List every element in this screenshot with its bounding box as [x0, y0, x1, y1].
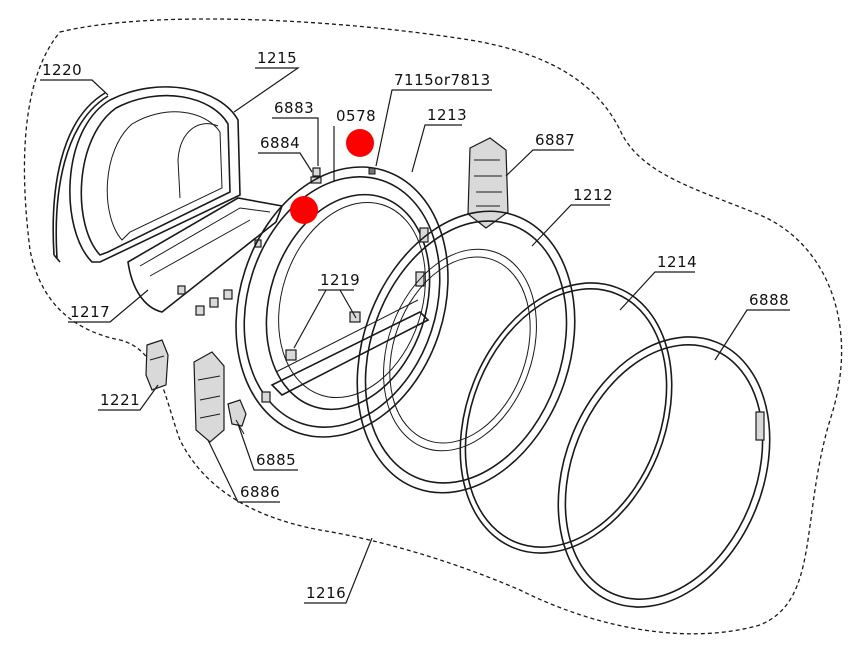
label-6885: 6885 — [256, 451, 296, 469]
label-1216: 1216 — [306, 584, 346, 602]
marker-dot-lower — [290, 196, 318, 224]
label-6884: 6884 — [260, 134, 300, 152]
part-6883-clip — [310, 167, 322, 184]
part-6887-hinge — [467, 137, 509, 229]
part-1214-gasket — [459, 282, 673, 554]
part-1212-outer-ring — [356, 210, 576, 494]
label-1219: 1219 — [320, 271, 360, 289]
label-1214: 1214 — [657, 253, 697, 271]
part-6886-bracket — [193, 351, 225, 443]
label-6888: 6888 — [749, 291, 789, 309]
label-1213: 1213 — [427, 106, 467, 124]
part-1213-door-frame — [235, 166, 449, 438]
label-1215: 1215 — [257, 49, 297, 67]
label-1212: 1212 — [573, 186, 613, 204]
assembly-boundary — [23, 18, 843, 635]
marker-dot-upper — [346, 129, 374, 157]
label-1217: 1217 — [70, 303, 110, 321]
label-7115or7813: 7115or7813 — [394, 71, 491, 89]
label-6886: 6886 — [240, 483, 280, 501]
part-6888-glass-ring — [557, 336, 771, 608]
label-0578: 0578 — [336, 107, 376, 125]
label-1221: 1221 — [100, 391, 140, 409]
part-1221-lock — [145, 339, 169, 391]
label-1220: 1220 — [42, 61, 82, 79]
leader-lines — [40, 67, 790, 604]
label-6887: 6887 — [535, 131, 575, 149]
part-1215-door-liner — [69, 86, 241, 263]
part-6885-pin — [227, 399, 247, 435]
label-6883: 6883 — [274, 99, 314, 117]
part-1220-wire — [52, 92, 109, 263]
